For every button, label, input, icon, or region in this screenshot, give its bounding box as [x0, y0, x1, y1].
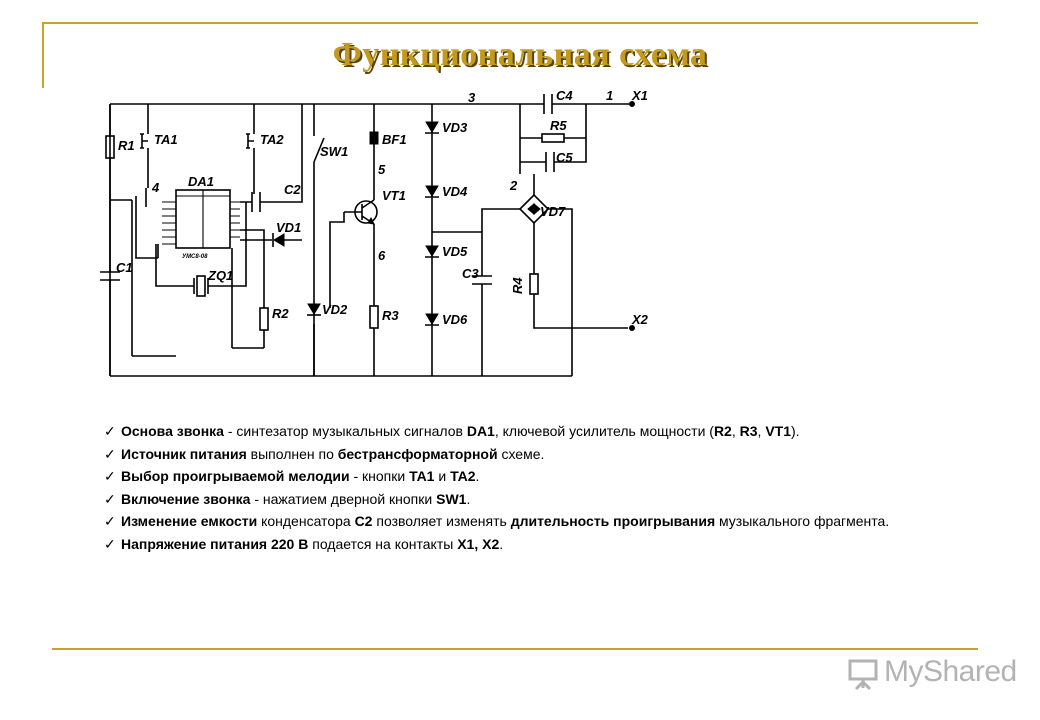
circuit-schematic: R1 C1 TA1 TA2 4 DA1 УМС8-08 ZQ1 C2 VD1 S…: [100, 88, 649, 377]
c4-label: C4: [556, 88, 573, 103]
bullet-text: подается на контакты: [308, 535, 458, 552]
vd7-label: VD7: [540, 204, 566, 219]
node-2: 2: [509, 178, 518, 193]
myshared-logo: MyShared: [846, 654, 1017, 694]
vt1-label: VT1: [382, 188, 406, 203]
bullet-item: ✓ Изменение емкости конденсатора C2 позво…: [104, 510, 934, 533]
x1-terminal: [629, 101, 635, 107]
vd4-label: VD4: [442, 184, 468, 199]
zq1-label: ZQ1: [207, 268, 233, 283]
bullet-text: TA2: [450, 468, 476, 484]
bullet-item: ✓ Источник питания выполнен по бестрансфо…: [104, 443, 934, 466]
vd3-label: VD3: [442, 120, 468, 135]
presentation-board-icon: [848, 659, 878, 691]
bullet-text: Изменение емкости: [121, 513, 258, 529]
c2-label: C2: [284, 182, 301, 197]
check-icon: ✓: [104, 468, 116, 484]
bullet-text: Включение звонка: [121, 490, 251, 507]
node-3: 3: [468, 90, 476, 105]
bullet-text: DA1: [466, 423, 495, 439]
bullet-text: Основа звонка: [121, 423, 224, 439]
chip-name-label: УМС8-08: [182, 254, 208, 260]
logo-text: MyShared: [884, 655, 1017, 688]
node-4: 4: [151, 180, 160, 195]
r2-label: R2: [272, 306, 289, 321]
bullet-text: музыкального фрагмента.: [715, 513, 890, 529]
bullet-text: Выбор проигрываемой мелодии: [121, 468, 350, 484]
bullet-text: , ключевой усилитель мощности (: [494, 423, 714, 439]
bullet-text: .: [499, 535, 504, 552]
bullet-text: TA1: [409, 468, 435, 484]
x1-label: X1: [631, 88, 648, 103]
vd1-label: VD1: [276, 220, 301, 235]
vd6-label: VD6: [442, 312, 468, 327]
bullet-text: выполнен по: [246, 445, 338, 462]
bullet-text: VT1: [765, 423, 791, 439]
bullet-text: Напряжение питания 220 В: [121, 535, 309, 552]
vd5-label: VD5: [442, 244, 468, 259]
r5-resistor: [541, 133, 565, 143]
check-icon: ✓: [104, 490, 116, 507]
bullet-text: схеме.: [497, 445, 545, 462]
c5-label: C5: [556, 150, 573, 165]
x2-terminal: [629, 325, 635, 331]
slide-title: Функциональная схема: [332, 36, 708, 73]
bullet-text: R3: [739, 423, 758, 439]
bullet-text: C2: [354, 513, 373, 529]
ta2-label: TA2: [260, 132, 284, 147]
bullet-item: ✓ Выбор проигрываемой мелодии - кнопки TA…: [104, 465, 934, 488]
bullet-item: ✓ Включение звонка - нажатием дверной кно…: [104, 488, 934, 511]
r1-resistor: [105, 135, 115, 159]
bullet-text: R2: [713, 423, 732, 439]
r2-resistor: [259, 307, 269, 331]
bullet-text: - нажатием дверной кнопки: [250, 490, 437, 507]
check-icon: ✓: [104, 445, 116, 462]
left-accent-bar: [42, 22, 44, 88]
bullet-text: и: [434, 468, 451, 484]
node-6: 6: [378, 248, 386, 263]
bullet-text: ,: [757, 423, 766, 439]
vd2-label: VD2: [322, 302, 348, 317]
r4-label: R4: [510, 277, 525, 294]
r5-label: R5: [550, 118, 567, 133]
bf1-label: BF1: [382, 132, 407, 147]
da1-label: DA1: [188, 174, 214, 189]
bullet-text: .: [466, 490, 471, 507]
bullet-item: ✓ Основа звонка - синтезатор музыкальных …: [104, 420, 934, 443]
top-divider: [44, 22, 978, 24]
node-5: 5: [378, 162, 386, 177]
bullet-text: бестрансформаторной: [337, 445, 498, 462]
r4-resistor: [529, 273, 539, 295]
r1-label: R1: [118, 138, 135, 153]
bullet-text: - кнопки: [349, 468, 410, 484]
description-list: ✓ Основа звонка - синтезатор музыкальных …: [104, 420, 934, 555]
bullet-text: Источник питания: [121, 445, 247, 462]
check-icon: ✓: [104, 535, 116, 552]
bullet-text: ).: [791, 423, 800, 439]
bullet-text: позволяет изменять: [372, 513, 511, 529]
r3-resistor: [369, 305, 379, 329]
ta1-label: TA1: [154, 132, 178, 147]
bullet-text: ,: [731, 423, 740, 439]
bullet-text: .: [475, 468, 480, 484]
r3-label: R3: [382, 308, 399, 323]
bullet-text: X1, X2: [457, 535, 500, 552]
check-icon: ✓: [104, 513, 116, 529]
bullet-text: длительность проигрывания: [510, 513, 716, 529]
bullet-item: ✓ Напряжение питания 220 В подается на ко…: [104, 533, 934, 556]
check-icon: ✓: [104, 423, 116, 439]
sw1-label: SW1: [320, 144, 348, 159]
c1-label: C1: [116, 260, 133, 275]
node-1: 1: [606, 88, 613, 103]
x2-label: X2: [631, 312, 649, 327]
bullet-text: SW1: [436, 490, 467, 507]
bullet-text: - синтезатор музыкальных сигналов: [223, 423, 467, 439]
bottom-divider: [52, 648, 978, 650]
c3-label: C3: [462, 266, 479, 281]
bullet-text: конденсатора: [257, 513, 355, 529]
